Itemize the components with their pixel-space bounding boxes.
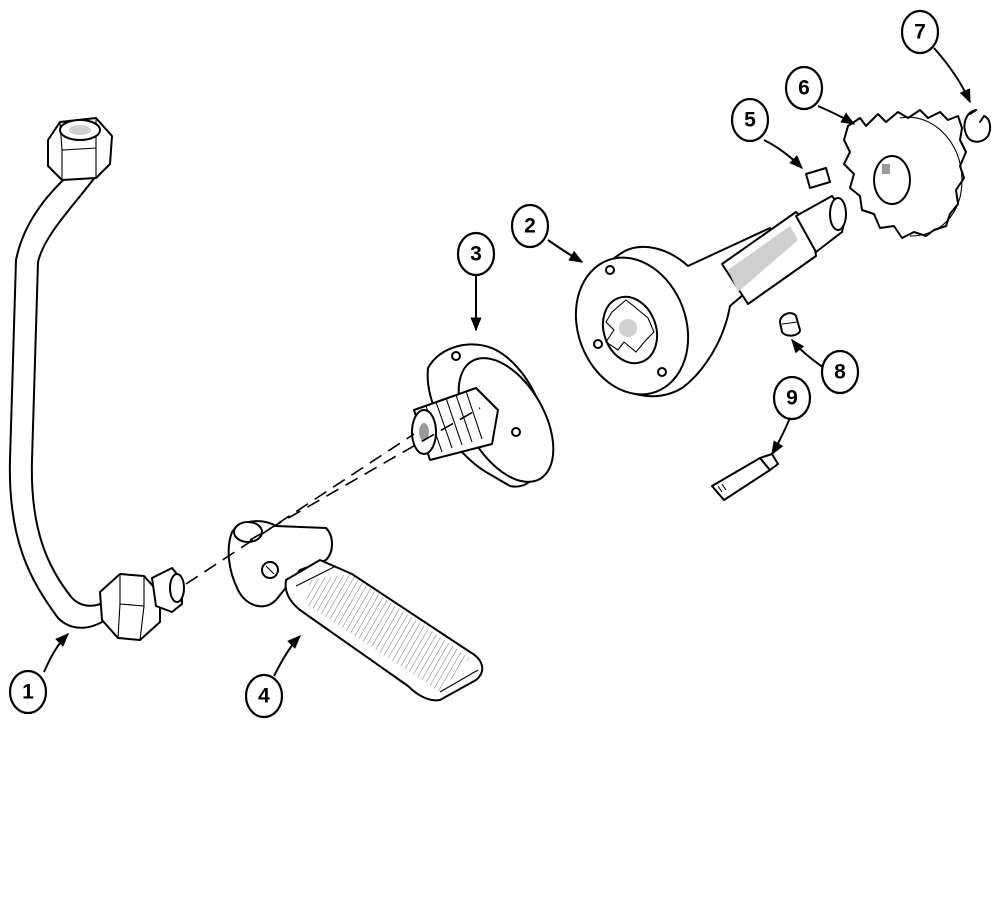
leader-9: [771, 417, 791, 456]
callout-9-label: 9: [786, 387, 798, 410]
leader-7: [933, 47, 971, 104]
callout-3: 3: [456, 231, 496, 277]
part-7-retaining-ring: [963, 109, 992, 143]
part-5-key: [805, 167, 831, 189]
part-3-flange-orifice: [411, 343, 555, 488]
leader-5: [763, 139, 803, 169]
leader-8: [791, 338, 825, 369]
callout-4: 4: [244, 673, 284, 719]
leader-4: [273, 635, 301, 677]
callout-6-label: 6: [798, 77, 810, 100]
part-2-valve-body-shaft: [574, 195, 847, 398]
callout-2: 2: [510, 203, 550, 249]
callout-6: 6: [784, 65, 824, 111]
callout-8-label: 8: [834, 361, 846, 384]
callout-2-label: 2: [524, 215, 536, 238]
callout-4-label: 4: [258, 685, 270, 708]
alignment-dashes: [185, 407, 481, 585]
callout-9: 9: [772, 375, 812, 421]
callout-7: 7: [900, 9, 940, 55]
callout-5: 5: [730, 97, 770, 143]
part-4-valve-handle: [227, 520, 484, 702]
callout-5-label: 5: [744, 109, 756, 132]
callout-8: 8: [820, 349, 860, 395]
part-1-supply-tube: [8, 117, 185, 641]
callout-1: 1: [8, 669, 48, 715]
callout-7-label: 7: [914, 21, 926, 44]
leader-arrows: [43, 47, 971, 677]
leader-2: [547, 239, 584, 263]
part-8-orifice-spud: [779, 312, 801, 337]
leader-6: [817, 105, 856, 125]
part-9-grease-tube: [711, 453, 779, 501]
callout-3-label: 3: [470, 243, 482, 266]
part-6-gear: [843, 109, 967, 239]
leader-1: [43, 633, 69, 673]
callout-1-label: 1: [22, 681, 34, 704]
